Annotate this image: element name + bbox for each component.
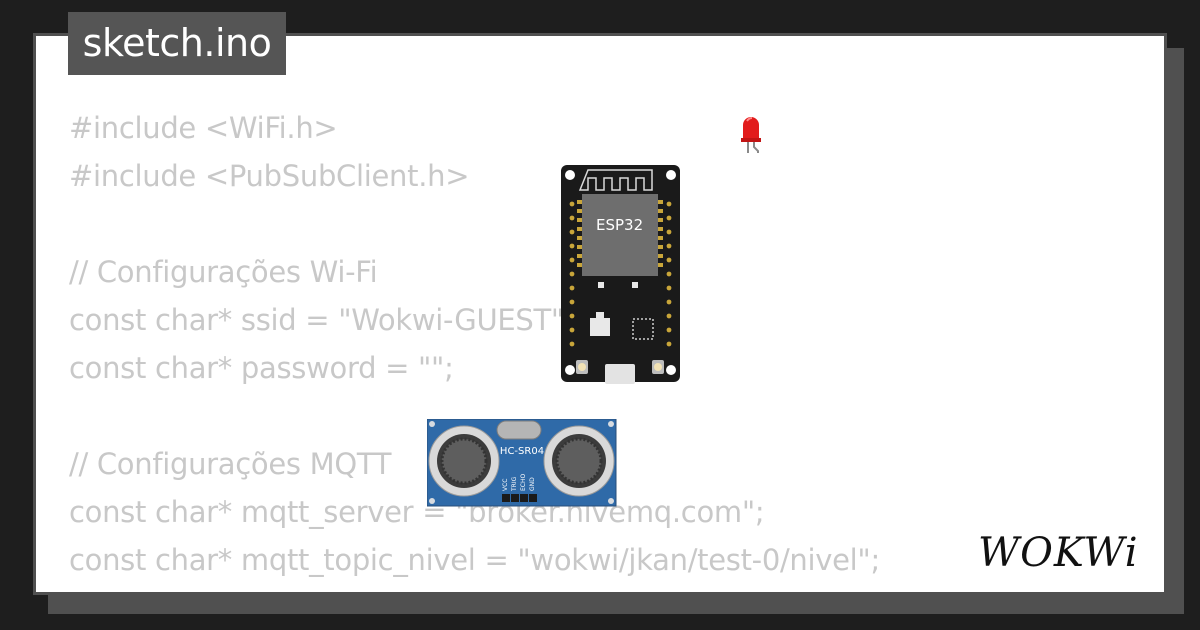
pin-header	[502, 494, 537, 502]
en-button-cap	[578, 363, 586, 371]
hc-sr04-sensor[interactable]: HC-SR04 VCC TRIG ECHO GND	[427, 419, 617, 507]
red-led[interactable]	[736, 113, 766, 155]
mount-hole	[608, 498, 614, 504]
code-line: // Configurações Wi-Fi	[69, 255, 378, 289]
mount-hole	[666, 170, 676, 180]
code-editor: #include <WiFi.h> #include <PubSubClient.…	[69, 104, 919, 592]
mount-hole	[666, 365, 676, 375]
smd-part	[598, 282, 604, 288]
mount-hole	[429, 421, 435, 427]
mount-hole	[565, 170, 575, 180]
code-line: const char* mqtt_topic_nivel = "wokwi/jk…	[69, 543, 880, 577]
voltage-regulator	[590, 318, 610, 336]
esp32-board[interactable]: ESP32	[560, 164, 682, 384]
esp32-module	[582, 194, 658, 276]
code-line: const char* password = "";	[69, 351, 454, 385]
file-tab-title[interactable]: sketch.ino	[68, 12, 286, 75]
code-line: const char* mqtt_topic_status = "wokwi/j…	[69, 584, 919, 592]
usb-port	[605, 364, 635, 384]
code-line: // Configurações MQTT	[69, 447, 392, 481]
code-line	[69, 200, 919, 248]
smd-part	[632, 282, 638, 288]
usb-uart-chip	[632, 318, 654, 340]
crystal	[496, 420, 542, 440]
pin-header-right	[658, 200, 672, 347]
wokwi-logo: WOKWi	[978, 530, 1139, 576]
pin-label-trig: TRIG	[511, 476, 518, 492]
sensor-label: HC-SR04	[500, 446, 544, 457]
pin-header-left	[569, 200, 582, 347]
led-rim	[741, 138, 761, 142]
boot-button-cap	[654, 363, 662, 371]
mount-hole	[429, 498, 435, 504]
antenna-trace	[578, 169, 653, 191]
voltage-regulator-tab	[596, 312, 604, 318]
code-line: #include <WiFi.h>	[69, 111, 338, 145]
esp32-label: ESP32	[596, 216, 643, 234]
led-leg-anode	[753, 142, 759, 153]
led-highlight	[746, 117, 753, 122]
mount-hole	[608, 421, 614, 427]
pin-label-echo: ECHO	[520, 474, 527, 491]
led-body	[743, 117, 759, 139]
wokwi-logo-text: WOKWi	[978, 530, 1139, 576]
transducer-left	[428, 425, 500, 497]
code-line: #include <PubSubClient.h>	[69, 159, 470, 193]
code-line: const char* ssid = "Wokwi-GUEST";	[69, 303, 574, 337]
pin-label-gnd: GND	[529, 477, 536, 491]
transducer-right	[543, 425, 615, 497]
pin-label-vcc: VCC	[502, 479, 509, 491]
mount-hole	[565, 365, 575, 375]
